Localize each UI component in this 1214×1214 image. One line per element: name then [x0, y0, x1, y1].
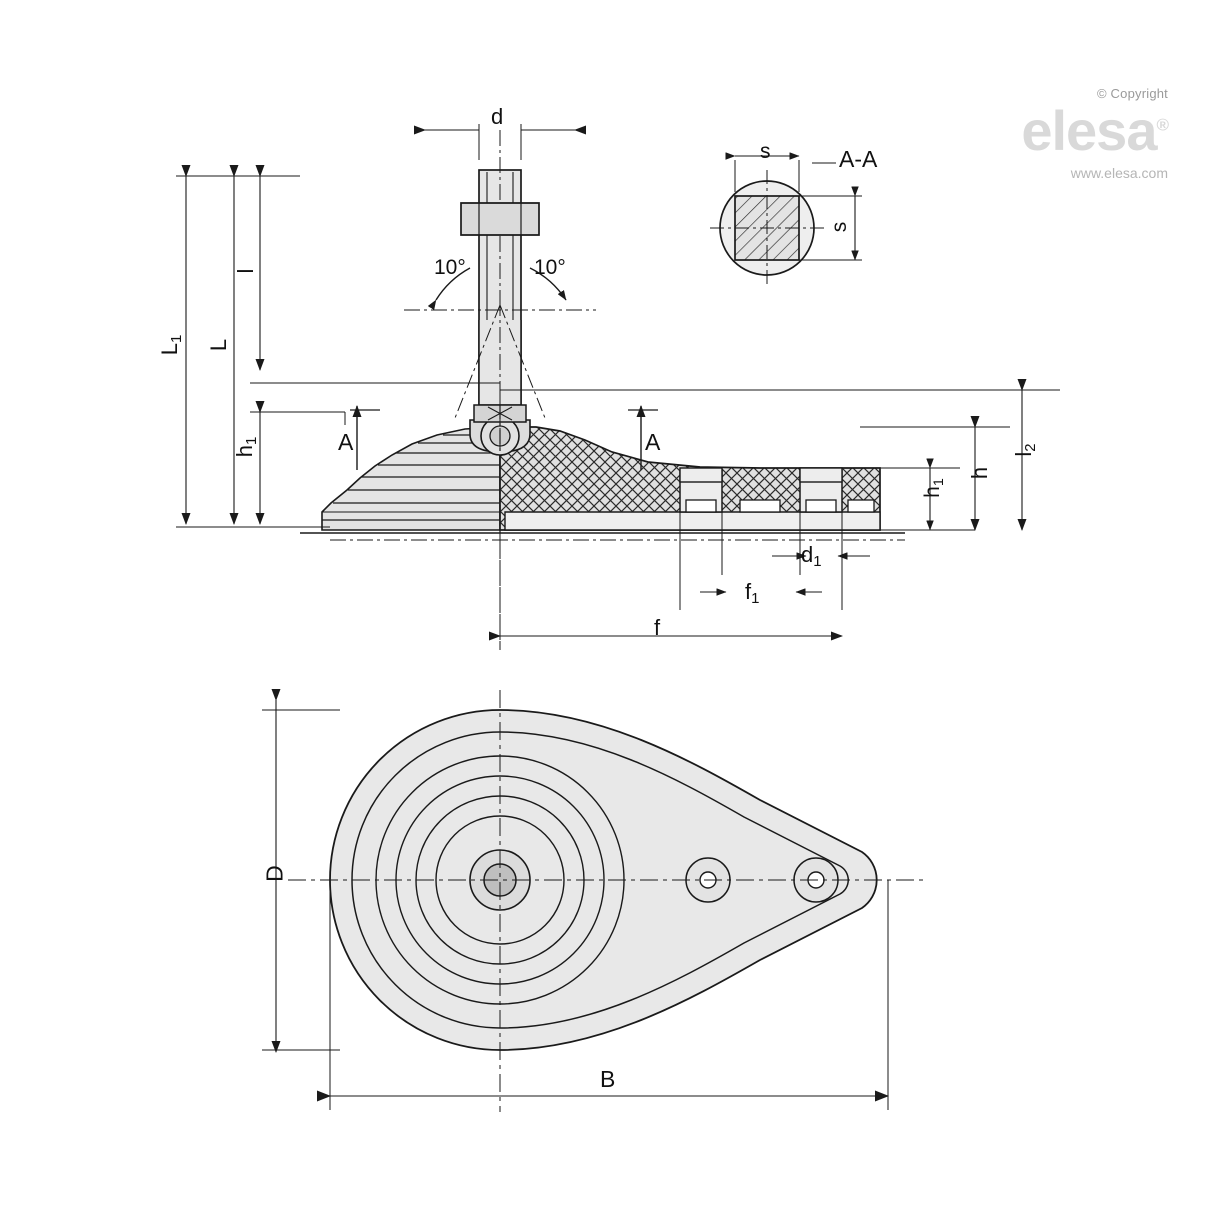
brand-url: www.elesa.com	[1070, 165, 1168, 181]
dim-label-D: D	[261, 865, 288, 882]
detail-dim-label-s-right: s	[828, 221, 851, 233]
pad-base-strip	[504, 511, 881, 531]
dim-label-d: d	[491, 104, 504, 129]
dim-label-h1-left: h1	[232, 436, 260, 458]
top-view-group	[262, 689, 928, 1112]
dim-label-B: B	[600, 1066, 616, 1092]
dim-label-h1: h1	[921, 478, 947, 498]
elesa-watermark: © Copyright elesa® www.elesa.com	[1021, 86, 1169, 181]
copyright-text: © Copyright	[1096, 86, 1168, 101]
dim-label-L1: L1	[157, 334, 185, 356]
dim-label-l: l	[233, 268, 258, 274]
hex-nut	[460, 202, 540, 236]
detail-aa-group	[710, 152, 862, 286]
dim-label-d1: d1	[801, 542, 822, 570]
dim-label-f: f	[654, 615, 661, 640]
detail-dim-label-s-top: s	[760, 140, 771, 163]
dim-label-f1: f1	[745, 579, 760, 607]
rib-circle-4	[435, 815, 565, 945]
detail-title-aa: A-A	[839, 146, 878, 172]
dim-label-L: L	[206, 338, 231, 352]
side-view-group	[176, 124, 1060, 650]
section-label-a-right: A	[645, 429, 661, 455]
dim-label-h: h	[967, 466, 992, 480]
dim-label-l2: l2	[1011, 443, 1039, 457]
angle-label-left: 10°	[434, 256, 466, 279]
section-label-a-left: A	[338, 429, 354, 455]
brand-logo: elesa®	[1021, 99, 1169, 162]
angle-label-right: 10°	[534, 256, 566, 279]
